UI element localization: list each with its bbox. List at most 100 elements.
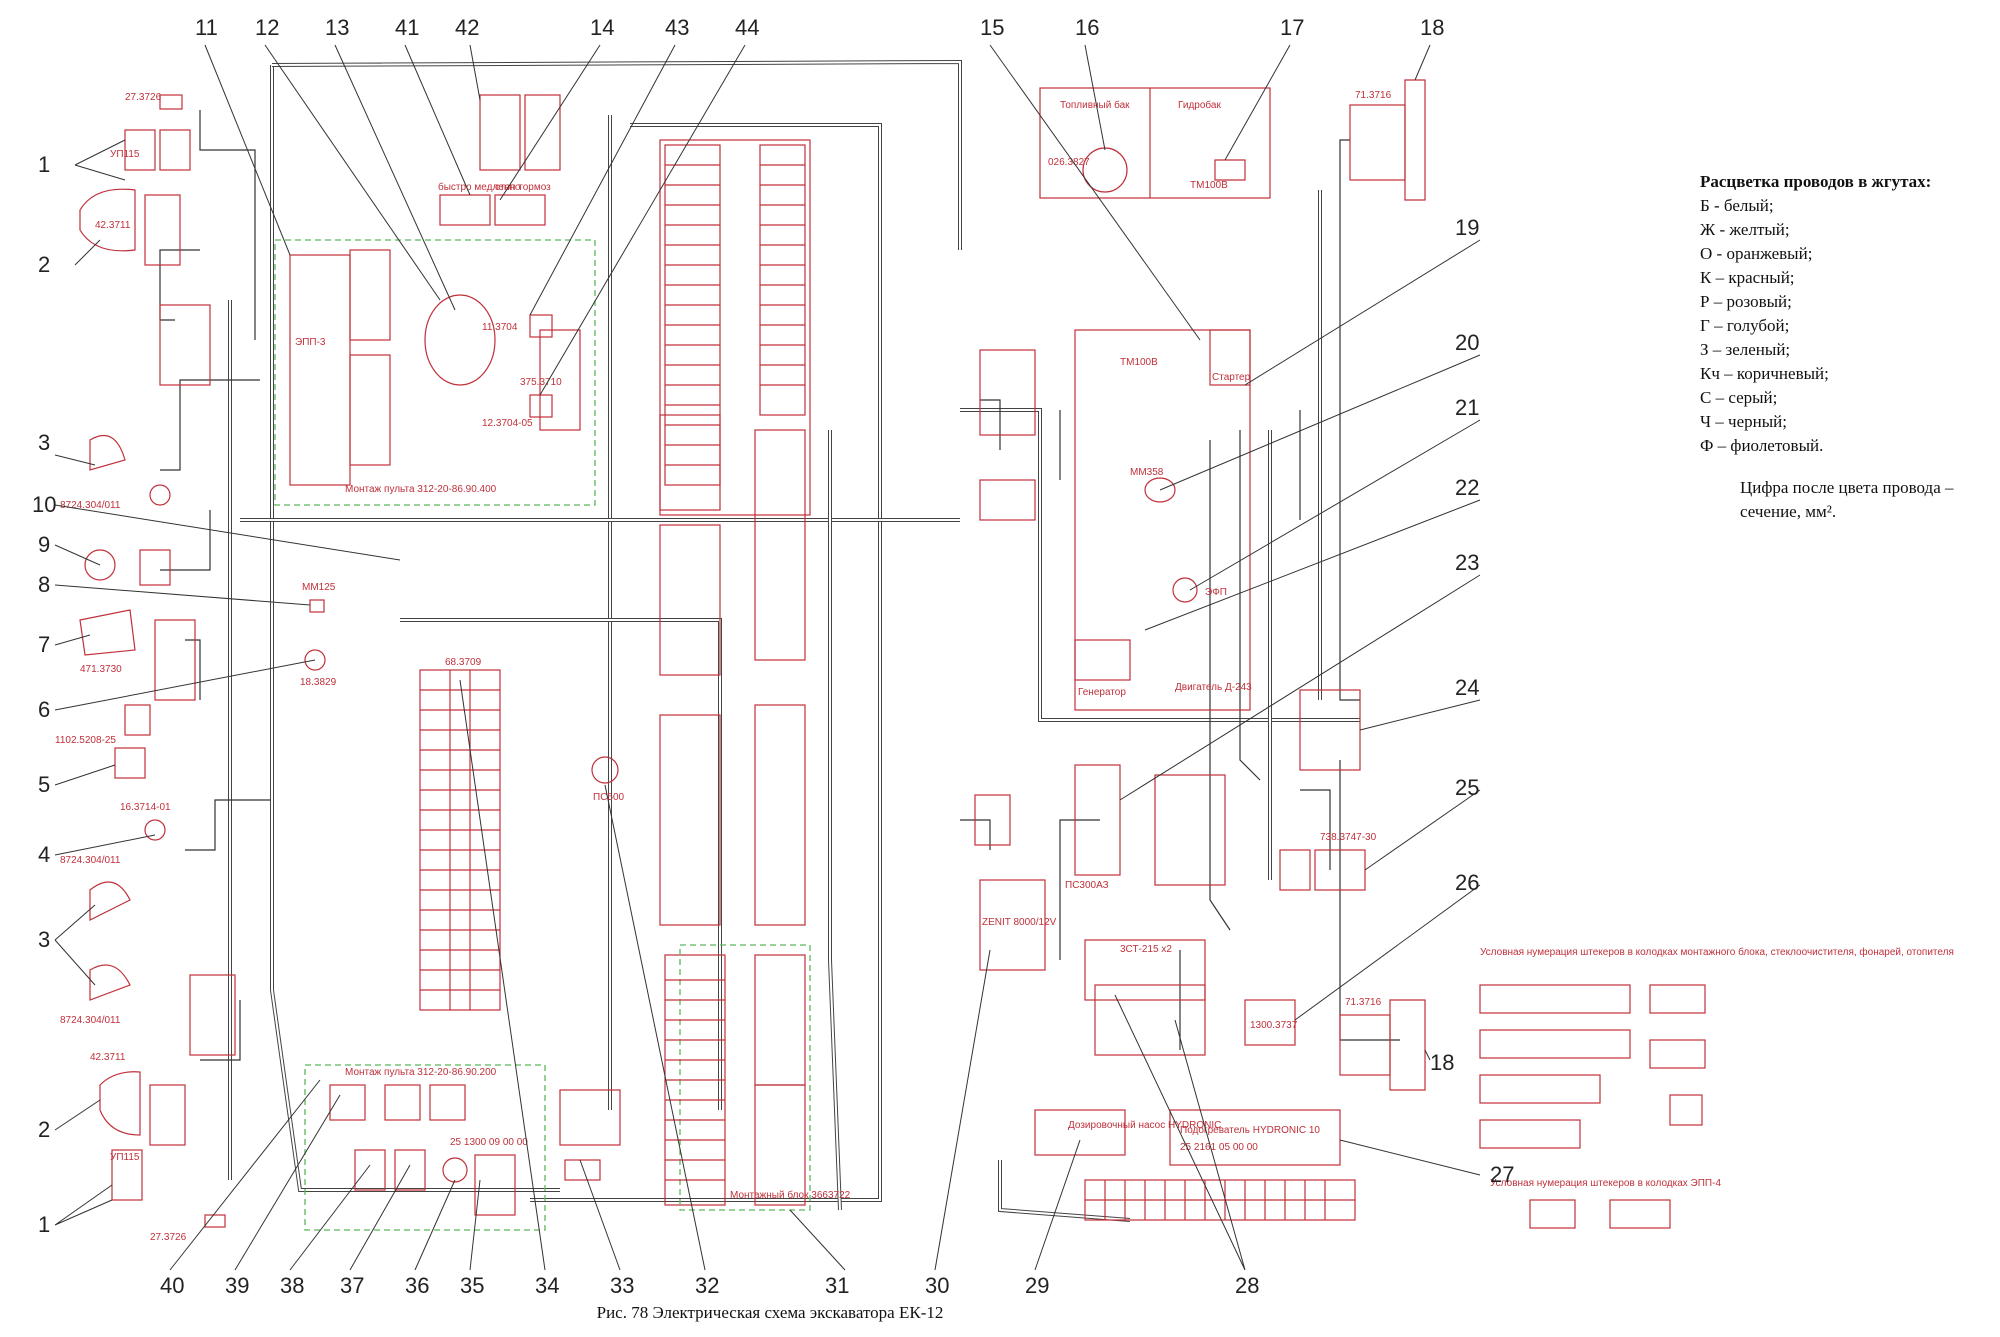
callout: 13 (325, 15, 349, 40)
callout: 1 (38, 152, 50, 177)
label-stop-brake: стоп тормоз (495, 182, 551, 193)
label-42-3711-top: 42.3711 (95, 220, 131, 231)
callout: 41 (395, 15, 419, 40)
label-375-3710: 375.3710 (520, 377, 562, 388)
legend-note: Цифра после цвета провода – сечение, мм²… (1740, 478, 1954, 521)
label-27-3726-bottom: 27.3726 (150, 1232, 187, 1243)
callout: 18 (1430, 1050, 1454, 1075)
callout: 17 (1280, 15, 1304, 40)
label-16-3714: 16.3714-01 (120, 802, 171, 813)
legend-item: С – серый; (1700, 388, 1778, 407)
callout: 27 (1490, 1162, 1514, 1187)
callout: 32 (695, 1273, 719, 1298)
tanks-frame: Топливный бак Гидробак 026.3827 ТМ100В 7… (1039, 79, 1426, 201)
engine-frame: ТМ100В Стартер ММ358 ЭФП Генератор Двига… (1074, 329, 1252, 711)
callout: 14 (590, 15, 614, 40)
callout: 43 (665, 15, 689, 40)
callout: 37 (340, 1273, 364, 1298)
label-engine: Двигатель Д-243 (1175, 682, 1252, 693)
legend-item: Г – голубой; (1700, 316, 1790, 335)
callout: 34 (535, 1273, 559, 1298)
callout: 35 (460, 1273, 484, 1298)
callout: 5 (38, 772, 50, 797)
wire-color-legend: Расцветка проводов в жгутах: Б - белый; … (1700, 170, 1990, 524)
callout: 1 (38, 1212, 50, 1237)
callout: 26 (1455, 870, 1479, 895)
callout: 10 (32, 492, 56, 517)
note-mount-block: Условная нумерация штекеров в колодках м… (1480, 946, 1954, 958)
callout: 23 (1455, 550, 1479, 575)
legend-item: Р – розовый; (1700, 292, 1792, 311)
callout: 7 (38, 632, 50, 657)
label-8724-c: 8724.304/011 (60, 1015, 121, 1026)
label-generator: Генератор (1078, 687, 1126, 698)
callout: 11 (195, 15, 218, 40)
callout: 28 (1235, 1273, 1259, 1298)
label-fast-slow: быстро медленно (438, 181, 521, 193)
callout: 29 (1025, 1273, 1049, 1298)
callouts-bottom: 40 39 38 37 36 35 34 33 32 31 30 29 28 (160, 1273, 1259, 1298)
label-starter: Стартер (1212, 372, 1251, 383)
console-panel-top: ЭПП-3 11.3704 12.3704-05 375.3710 Монтаж… (274, 94, 596, 506)
label-471-3730: 471.3730 (80, 664, 122, 675)
callout: 12 (255, 15, 279, 40)
fuse-block (559, 1089, 621, 1181)
legend-item: К – красный; (1700, 268, 1795, 287)
callout: 16 (1075, 15, 1099, 40)
callout: 24 (1455, 675, 1479, 700)
callout: 3 (38, 927, 50, 952)
legend-title: Расцветка проводов в жгутах: (1700, 172, 1932, 191)
legend-item: Ч – черный; (1700, 412, 1787, 431)
wire-harnesses (228, 59, 1360, 1222)
label-tm100v-engine: ТМ100В (1120, 357, 1158, 368)
callout: 9 (38, 532, 50, 557)
callout: 6 (38, 697, 50, 722)
label-ps300: ПС300АЗ (1065, 880, 1109, 891)
label-71-3716-top: 71.3716 (1355, 90, 1392, 101)
callout: 44 (735, 15, 759, 40)
label-12-3704: 12.3704-05 (482, 418, 533, 429)
callout: 15 (980, 15, 1004, 40)
label-mm125: ММ125 (302, 582, 336, 593)
wires (159, 110, 1400, 1061)
leader-lines (54, 44, 1481, 1271)
label-8724-a: 8724.304/011 (60, 500, 121, 511)
label-mount-block: Монтажный блок 3663722 (730, 1189, 851, 1201)
callout: 36 (405, 1273, 429, 1298)
engine-connectors (979, 349, 1036, 521)
connector-notes: Условная нумерация штекеров в колодках м… (1479, 946, 1954, 1229)
callout: 31 (825, 1273, 849, 1298)
callouts-top: 11 12 13 41 42 14 43 44 15 16 17 18 (195, 15, 1444, 40)
callout: 21 (1455, 395, 1479, 420)
label-up115-bottom: УП115 (110, 1152, 140, 1163)
label-ps500: ПС500 (593, 792, 625, 803)
callout: 38 (280, 1273, 304, 1298)
heater: Дозировочный насос HYDRONIC Подогревател… (1034, 1109, 1356, 1221)
legend-item: Ж - желтый; (1700, 220, 1790, 239)
label-42-3711-bottom: 42.3711 (90, 1052, 126, 1063)
callouts-left: 1 2 3 10 9 8 7 6 5 4 3 2 1 (32, 152, 56, 1237)
label-panel-top: Монтаж пульта 312-20-86.90.400 (345, 484, 497, 495)
callout: 40 (160, 1273, 184, 1298)
left-devices: 27.3726 УП115 42.3711 8724.304/011 ММ125… (55, 92, 337, 1243)
label-heater: Подогреватель HYDRONIC 10 (1180, 1125, 1320, 1136)
label-epp3: ЭПП-3 (295, 337, 326, 348)
callout: 18 (1420, 15, 1444, 40)
callout: 2 (38, 1117, 50, 1142)
callout: 25 (1455, 775, 1479, 800)
legend-item: Б - белый; (1700, 196, 1774, 215)
legend-item: О - оранжевый; (1700, 244, 1813, 263)
legend-item: Ф – фиолетовый. (1700, 436, 1824, 455)
legend-item: Кч – коричневый; (1700, 364, 1829, 383)
label-hydro-tank: Гидробак (1178, 99, 1221, 111)
label-efp: ЭФП (1205, 587, 1227, 598)
label-1300-3737: 1300.3737 (1250, 1020, 1298, 1031)
label-8724-b: 8724.304/011 (60, 855, 121, 866)
label-1102: 1102.5208-25 (55, 735, 116, 746)
callout: 42 (455, 15, 479, 40)
ps500: ПС500 (591, 756, 625, 803)
legend-item: З – зеленый; (1700, 340, 1791, 359)
label-battery: 3СТ-215 x2 (1120, 944, 1172, 955)
relay-block-68-3709: 68.3709 (419, 657, 501, 1011)
